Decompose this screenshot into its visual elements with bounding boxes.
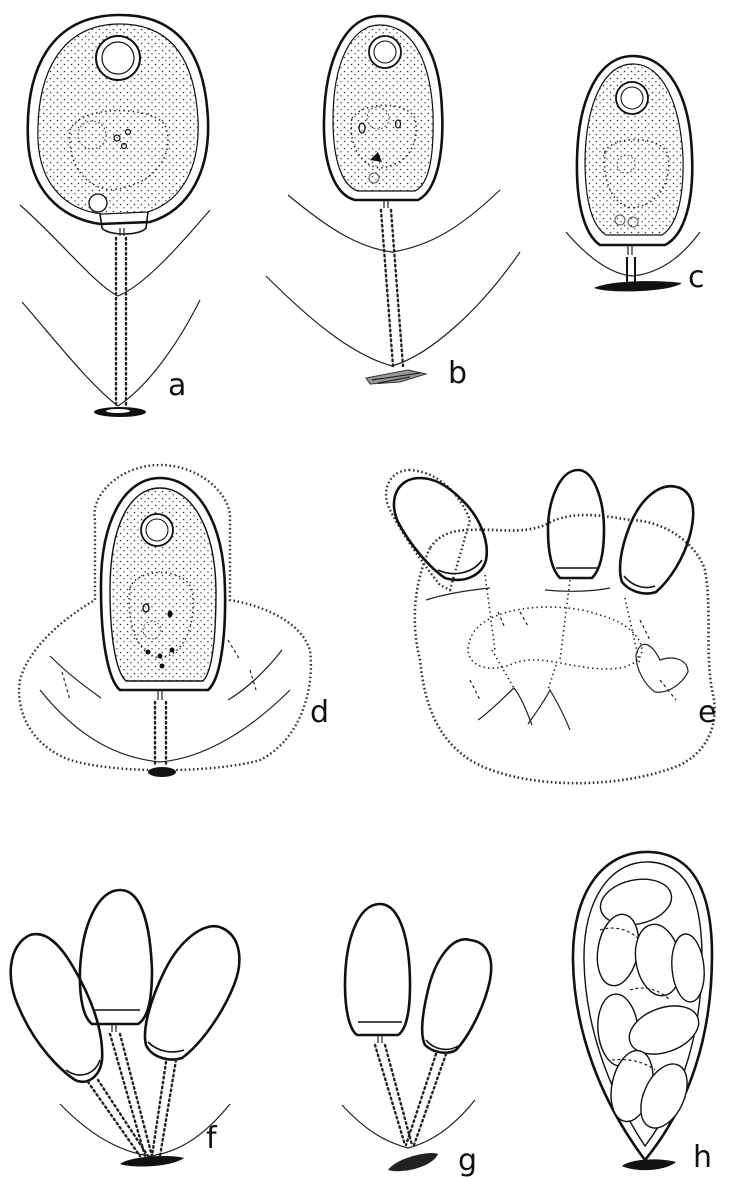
panel-g-cluster: g <box>342 904 491 1177</box>
panel-c-spore: c <box>566 56 705 295</box>
panel-d-label: d <box>310 695 329 730</box>
panel-g-label: g <box>458 1143 477 1177</box>
panel-b-label: b <box>448 356 467 391</box>
panel-e-label: e <box>698 695 716 730</box>
panel-d-spore: d <box>19 465 329 777</box>
panel-b-spore: b <box>266 16 520 391</box>
panel-f-label: f <box>206 1121 218 1156</box>
panel-f-cluster: f <box>11 890 240 1166</box>
panel-a-label: a <box>168 368 186 403</box>
panel-h-ascus: h <box>573 852 712 1175</box>
panel-e-cluster: e <box>386 470 716 783</box>
panel-h-label: h <box>693 1140 712 1175</box>
panel-c-label: c <box>688 260 705 295</box>
panel-a-spore: a <box>20 15 210 417</box>
